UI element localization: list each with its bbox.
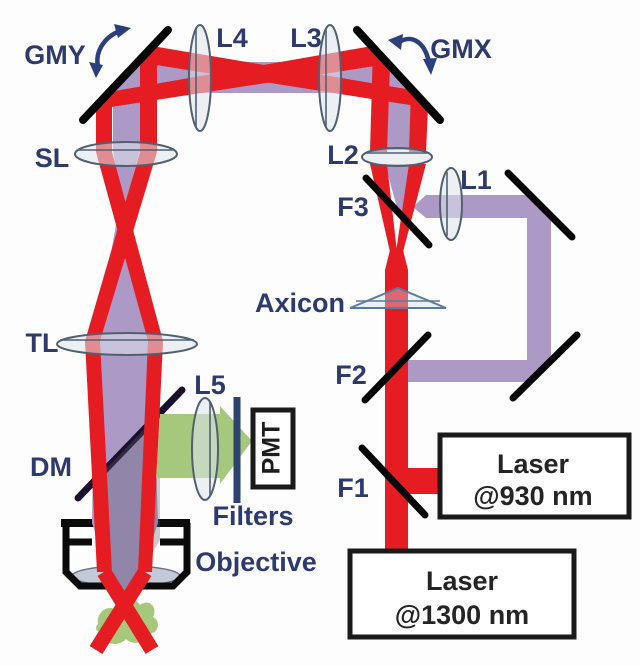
f2-label: F2 (335, 360, 367, 390)
objective-label: Objective (195, 547, 317, 577)
lens-l3 (318, 24, 342, 132)
sl-label: SL (35, 143, 70, 173)
lens-l1 (439, 167, 463, 241)
laser-930-box: Laser @930 nm (437, 432, 632, 520)
red-beam-left-band-2 (140, 42, 157, 152)
pmt-label: PMT (258, 422, 286, 475)
red-beam-top-band-b (92, 46, 388, 110)
pmt-box (250, 407, 296, 490)
red-beam-l2-waist-right (396, 164, 426, 252)
gmx-rotation-arrow (388, 34, 437, 75)
red-beam-sl-tl-2 (85, 152, 157, 341)
top-right-mirror (504, 169, 576, 241)
axicon-label: Axicon (255, 288, 345, 318)
axicon-lens (349, 286, 447, 309)
lens-l2 (361, 147, 433, 167)
laser-930-line2: @930 nm (473, 481, 592, 511)
red-beam-tl-obj-right (138, 341, 163, 572)
red-beam-path (85, 42, 441, 572)
bottom-right-mirror (509, 331, 581, 402)
gmy-mirror (79, 26, 172, 124)
lens-l5 (191, 397, 219, 501)
l1-label: L1 (460, 165, 492, 195)
lenses (56, 24, 463, 501)
gmy-label: GMY (24, 40, 86, 70)
purple-beam-right-column (527, 193, 551, 389)
l5-label: L5 (194, 370, 226, 400)
red-beam-930-input (404, 468, 441, 494)
f3-mirror (362, 174, 433, 249)
red-beam-tl-obj-left (85, 341, 112, 572)
gmx-label: GMX (430, 34, 492, 64)
laser-1300-box: Laser @1300 nm (347, 548, 577, 640)
tl-label: TL (26, 328, 59, 358)
red-focus-leg-2 (89, 568, 152, 654)
l3-label: L3 (290, 23, 322, 53)
l4-label: L4 (216, 23, 248, 53)
f1-mirror (358, 444, 429, 519)
l2-label: L2 (327, 140, 359, 170)
lens-tl (56, 332, 198, 356)
f1-label: F1 (337, 473, 369, 503)
gmy-rotation-arrow (89, 24, 131, 78)
dm-label: DM (30, 452, 72, 482)
lens-sl (74, 141, 178, 167)
laser-1300-line1: Laser (426, 566, 499, 596)
f3-label: F3 (337, 192, 369, 222)
laser-1300-line2: @1300 nm (395, 600, 529, 630)
purple-beam-gmx-l2 (383, 58, 415, 150)
red-beam-gmx-l2-left (370, 47, 390, 152)
f2-mirror (361, 331, 432, 404)
purple-beam-bottom (383, 360, 553, 382)
laser-930-line1: Laser (497, 449, 570, 479)
gmx-mirror (353, 26, 444, 124)
lens-l4 (188, 24, 212, 132)
red-beam-sl-tl-1 (96, 152, 163, 341)
filters-label: Filters (212, 501, 293, 531)
